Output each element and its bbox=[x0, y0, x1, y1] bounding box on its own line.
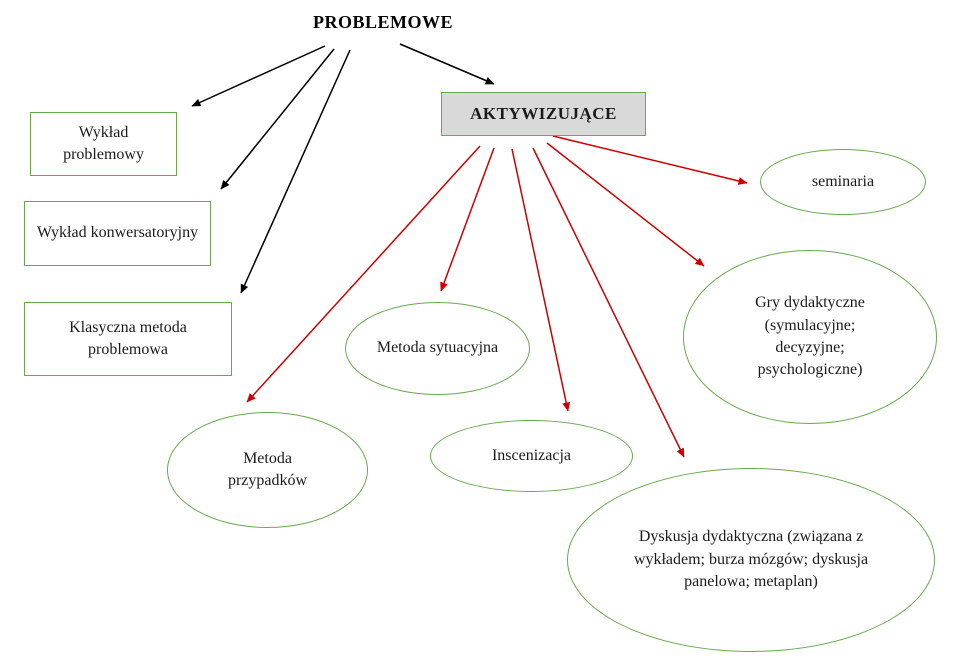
node-klasyczna-metoda-problemowa: Klasyczna metoda problemowa bbox=[24, 302, 232, 376]
node-seminaria: seminaria bbox=[760, 149, 926, 215]
arrow-aktywizujace-to-seminaria bbox=[552, 135, 748, 185]
node-metoda-przypadkow: Metoda przypadków bbox=[167, 412, 368, 528]
node-label: AKTYWIZUJĄCE bbox=[470, 104, 617, 124]
arrow-aktywizujace-to-gry-dydaktyczne bbox=[546, 142, 705, 267]
arrow-problemowe-to-aktywizujace bbox=[399, 43, 495, 85]
arrow-aktywizujace-to-dyskusja bbox=[532, 147, 685, 458]
node-label: Dyskusja dydaktyczna (związana z wykłade… bbox=[633, 528, 869, 591]
node-gry-dydaktyczne: Gry dydaktyczne (symulacyjne; decyzyjne;… bbox=[683, 250, 937, 424]
node-wyklad-problemowy: Wykład problemowy bbox=[30, 112, 177, 176]
node-aktywizujace: AKTYWIZUJĄCE bbox=[441, 92, 646, 136]
node-label: Metoda przypadków bbox=[227, 449, 308, 489]
node-metoda-sytuacyjna: Metoda sytuacyjna bbox=[345, 302, 530, 395]
arrow-problemowe-to-wyklad-konwersatoryjny bbox=[220, 48, 335, 190]
node-wyklad-konwersatoryjny: Wykład konwersatoryjny bbox=[24, 201, 211, 266]
arrow-problemowe-to-wyklad-problemowy bbox=[191, 45, 326, 107]
node-label: Wykład konwersatoryjny bbox=[36, 224, 199, 242]
root-label-problemowe: PROBLEMOWE bbox=[312, 12, 453, 32]
node-label: seminaria bbox=[811, 172, 875, 190]
node-label: Gry dydaktyczne (symulacyjne; decyzyjne;… bbox=[755, 294, 865, 379]
node-dyskusja-dydaktyczna: Dyskusja dydaktyczna (związana z wykłade… bbox=[567, 468, 935, 652]
arrow-aktywizujace-to-inscenizacja bbox=[511, 148, 571, 412]
node-label: Klasyczna metoda problemowa bbox=[69, 318, 187, 358]
node-label: Metoda sytuacyjna bbox=[376, 339, 499, 357]
node-inscenizacja: Inscenizacja bbox=[430, 420, 633, 492]
arrow-aktywizujace-to-metoda-sytuacyjna bbox=[440, 147, 495, 292]
arrow-problemowe-to-klasyczna-metoda bbox=[240, 49, 351, 294]
node-label: Wykład problemowy bbox=[63, 123, 144, 163]
node-label: Inscenizacja bbox=[491, 446, 572, 464]
